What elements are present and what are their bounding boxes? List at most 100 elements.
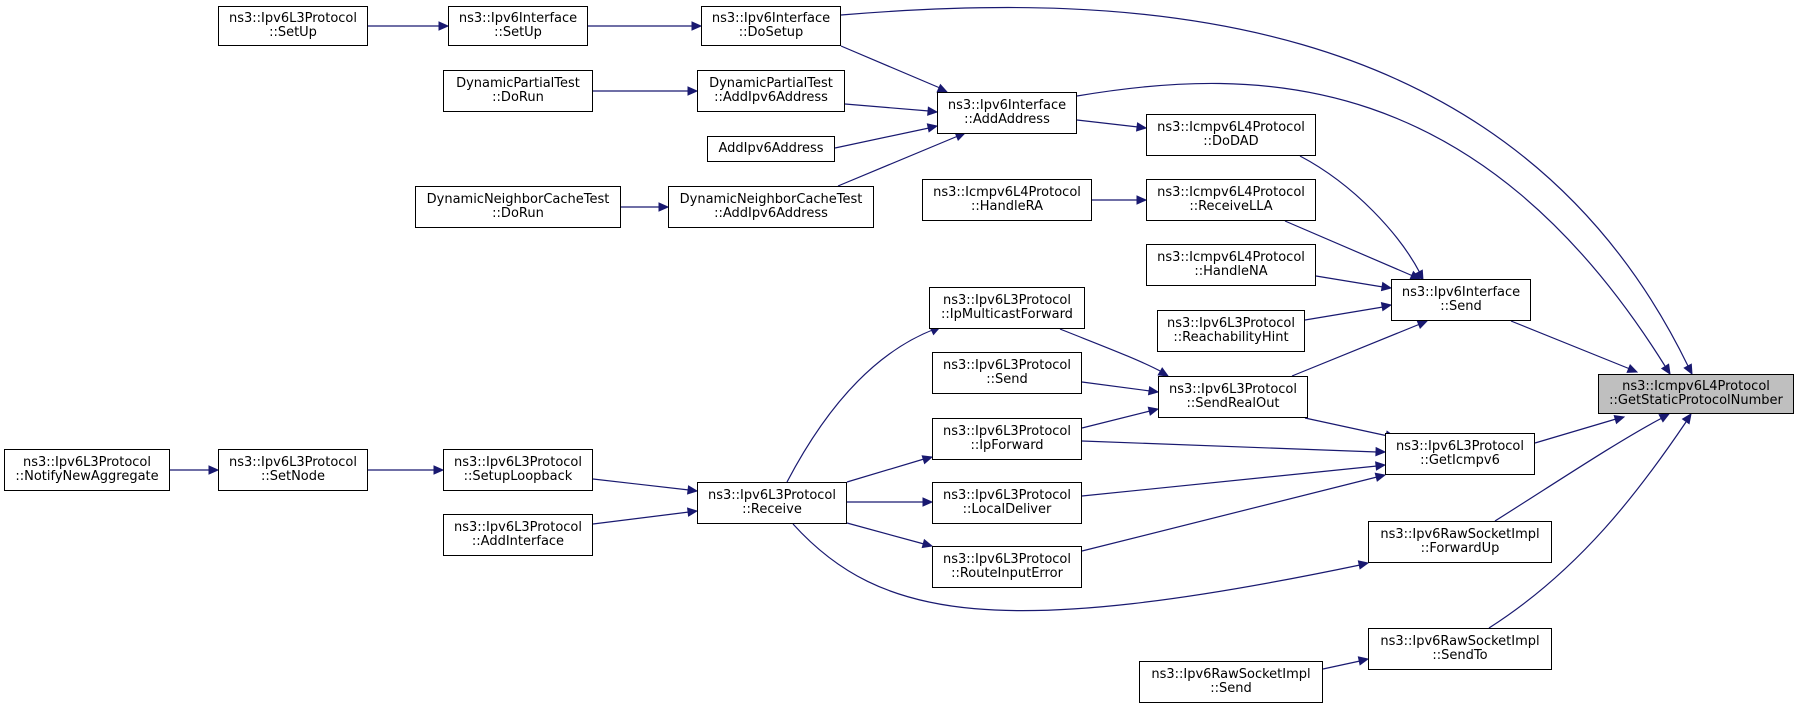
node-root[interactable]: ns3::Icmpv6L4Protocol ::GetStaticProtoco… <box>1598 374 1794 414</box>
edge-receive-ipforward <box>846 455 934 483</box>
node-label-2: ::SetNode <box>260 469 326 484</box>
node-label-1: DynamicPartialTest <box>456 76 580 91</box>
arrowhead-icon <box>1375 446 1387 457</box>
node-label-2: ::IpMulticastForward <box>941 307 1073 322</box>
edge-setnode-setuploopback <box>368 465 445 475</box>
edge-setupl3-setupif <box>368 21 450 31</box>
node-addipv6address[interactable]: AddIpv6Address <box>707 136 835 162</box>
node-reachabilityhint[interactable]: ns3::Ipv6L3Protocol ::ReachabilityHint <box>1157 310 1305 352</box>
edge-line <box>1076 82 1666 367</box>
node-forwardup[interactable]: ns3::Ipv6RawSocketImpl ::ForwardUp <box>1368 521 1552 563</box>
node-label-2: ::SendTo <box>1432 648 1488 663</box>
edge-line <box>786 328 936 483</box>
edge-sendrealout-geticmpv6 <box>1304 417 1397 440</box>
edge-ifsend-root <box>1510 320 1639 373</box>
node-receive[interactable]: ns3::Ipv6L3Protocol ::Receive <box>697 482 847 524</box>
arrowhead-icon <box>1660 363 1671 376</box>
node-label-2: ::Receive <box>742 502 802 517</box>
edge-ipforward-sendrealout <box>1081 406 1160 429</box>
node-routeinputerror[interactable]: ns3::Ipv6L3Protocol ::RouteInputError <box>932 546 1082 588</box>
node-label-2: ::DoRun <box>492 90 544 105</box>
edge-receive-localdeliver <box>847 497 934 507</box>
arrowhead-icon <box>1147 406 1160 416</box>
edge-dosetup-addaddress <box>840 45 949 93</box>
node-dpt-dorun[interactable]: DynamicPartialTest ::DoRun <box>443 70 593 112</box>
node-setuploopback[interactable]: ns3::Ipv6L3Protocol ::SetupLoopback <box>443 449 593 491</box>
node-label-2: ::AddIpv6Address <box>714 90 828 105</box>
arrowhead-icon <box>921 455 934 465</box>
node-label-2: ::DoRun <box>492 206 544 221</box>
node-label-2: ::AddIpv6Address <box>714 206 828 221</box>
arrowhead-icon <box>208 465 220 475</box>
arrowhead-icon <box>1357 656 1370 666</box>
edge-sendto-root <box>1488 412 1692 629</box>
edge-line <box>1081 476 1378 552</box>
node-setup-if[interactable]: ns3::Ipv6Interface ::SetUp <box>448 6 588 46</box>
node-dnct-dorun[interactable]: DynamicNeighborCacheTest ::DoRun <box>415 186 621 228</box>
edge-dnctdorun-dnctadd <box>621 202 670 212</box>
node-label-2: ::AddAddress <box>964 112 1050 127</box>
node-label-1: ns3::Ipv6L3Protocol <box>454 455 582 470</box>
node-label-1: ns3::Ipv6L3Protocol <box>943 293 1071 308</box>
node-handlena[interactable]: ns3::Icmpv6L4Protocol ::HandleNA <box>1146 244 1316 286</box>
edge-dodad-ifsend <box>1299 155 1424 282</box>
arrowhead-icon <box>1380 301 1393 312</box>
node-label-2: ::ReachabilityHint <box>1173 330 1289 345</box>
node-dnct-add[interactable]: DynamicNeighborCacheTest ::AddIpv6Addres… <box>668 186 874 228</box>
node-if-addaddress[interactable]: ns3::Ipv6Interface ::AddAddress <box>937 92 1077 134</box>
arrowhead-icon <box>1613 415 1626 425</box>
edge-handlera-receivella <box>1092 195 1148 205</box>
arrowhead-icon <box>1380 281 1393 292</box>
node-raw-send[interactable]: ns3::Ipv6RawSocketImpl ::Send <box>1139 661 1323 703</box>
arrowhead-icon <box>1416 320 1429 329</box>
edge-line <box>840 45 941 89</box>
edge-forwardup-root <box>1494 413 1671 522</box>
edge-line <box>1081 410 1151 429</box>
edge-line <box>1076 119 1139 128</box>
edge-receive-ipmulticast <box>786 326 942 483</box>
node-geticmpv6[interactable]: ns3::Ipv6L3Protocol ::GetIcmpv6 <box>1385 433 1535 475</box>
edge-setupif-dosetup <box>588 21 703 31</box>
node-ipforward[interactable]: ns3::Ipv6L3Protocol ::IpForward <box>932 418 1082 460</box>
edge-line <box>1291 323 1421 377</box>
node-label-2: ::Send <box>986 372 1028 387</box>
node-label-2: ::ForwardUp <box>1420 541 1500 556</box>
node-dosetup[interactable]: ns3::Ipv6Interface ::DoSetup <box>701 6 841 46</box>
node-setnode[interactable]: ns3::Ipv6L3Protocol ::SetNode <box>218 449 368 491</box>
node-localdeliver[interactable]: ns3::Ipv6L3Protocol ::LocalDeliver <box>932 482 1082 524</box>
edge-handlena-ifsend <box>1315 275 1393 292</box>
edge-line <box>1081 381 1151 392</box>
arrowhead-icon <box>686 485 699 495</box>
node-dodad[interactable]: ns3::Icmpv6L4Protocol ::DoDAD <box>1146 114 1316 156</box>
node-if-send[interactable]: ns3::Ipv6Interface ::Send <box>1391 279 1531 321</box>
arrowhead-icon <box>926 123 939 133</box>
node-label-2: ::SetupLoopback <box>463 469 573 484</box>
edge-rawsend-sendto <box>1322 656 1370 670</box>
node-label-1: AddIpv6Address <box>718 141 824 156</box>
node-label-1: ns3::Icmpv6L4Protocol <box>1622 379 1770 394</box>
node-dpt-add[interactable]: DynamicPartialTest ::AddIpv6Address <box>697 70 845 112</box>
edge-dptdorun-dptadd <box>593 86 699 96</box>
node-addinterface[interactable]: ns3::Ipv6L3Protocol ::AddInterface <box>443 514 593 556</box>
node-handlera[interactable]: ns3::Icmpv6L4Protocol ::HandleRA <box>922 179 1092 221</box>
node-label-2: ::ReceiveLLA <box>1189 199 1273 214</box>
edge-line <box>1488 421 1687 629</box>
node-label-2: ::DoDAD <box>1203 134 1259 149</box>
node-l3-send[interactable]: ns3::Ipv6L3Protocol ::Send <box>932 352 1082 394</box>
arrowhead-icon <box>1136 195 1148 205</box>
node-ipmulticastforward[interactable]: ns3::Ipv6L3Protocol ::IpMulticastForward <box>929 287 1085 329</box>
node-label-2: ::IpForward <box>970 438 1044 453</box>
node-sendrealout[interactable]: ns3::Ipv6L3Protocol ::SendRealOut <box>1158 376 1308 418</box>
edge-localdeliver-geticmpv6 <box>1081 461 1387 497</box>
node-label-2: ::DoSetup <box>738 25 804 40</box>
node-setup-l3[interactable]: ns3::Ipv6L3Protocol ::SetUp <box>218 6 368 46</box>
edge-ipforward-geticmpv6 <box>1081 440 1387 457</box>
node-label-2: ::HandleRA <box>970 199 1043 214</box>
node-sendto[interactable]: ns3::Ipv6RawSocketImpl ::SendTo <box>1368 628 1552 670</box>
node-label-2: ::GetIcmpv6 <box>1420 453 1500 468</box>
edge-line <box>1304 417 1389 437</box>
arrowhead-icon <box>686 507 699 517</box>
node-receivella[interactable]: ns3::Icmpv6L4Protocol ::ReceiveLLA <box>1146 179 1316 221</box>
node-notifynewaggregate[interactable]: ns3::Ipv6L3Protocol ::NotifyNewAggregate <box>4 449 170 491</box>
